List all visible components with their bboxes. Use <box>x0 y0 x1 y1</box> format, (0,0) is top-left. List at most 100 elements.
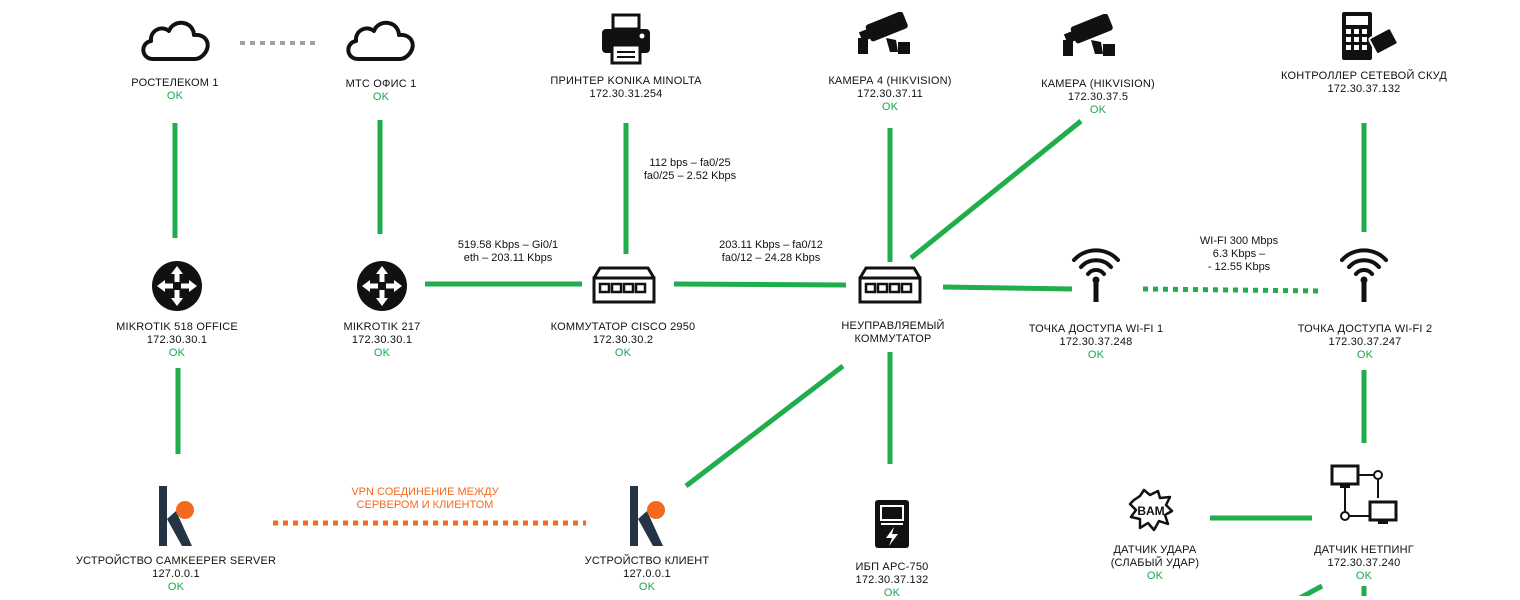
node-status: OK <box>373 347 391 359</box>
node-mikrotik518[interactable]: MIKROTIK 518 OFFICE 172.30.30.1 OK <box>116 321 238 360</box>
node-wifi1[interactable]: ТОЧКА ДОСТУПА WI-FI 1 172.30.37.248 OK <box>1029 323 1164 362</box>
camkeeper-logo-icon <box>159 486 194 546</box>
node-status: OK <box>638 581 656 593</box>
node-name: РОСТЕЛЕКОМ 1 <box>131 77 219 89</box>
link-wifi1-wifi2-dashed <box>1142 286 1323 294</box>
node-status: OK <box>168 347 186 359</box>
router-icon <box>357 261 407 311</box>
node-status: OK <box>1087 349 1105 361</box>
node-status: OK <box>614 347 632 359</box>
link-unmanaged-client <box>684 364 845 488</box>
node-ip: 172.30.30.2 <box>592 334 654 346</box>
node-ip: 172.30.37.132 <box>1327 83 1401 95</box>
access-controller-icon <box>1342 12 1398 60</box>
camkeeper-logo-icon <box>630 486 665 546</box>
node-mikrotik217[interactable]: MIKROTIK 217 172.30.30.1 OK <box>344 321 421 360</box>
ups-icon <box>875 500 909 548</box>
node-name: ПРИНТЕР KONIKA MINOLTA <box>550 75 702 87</box>
link-label-printer-cisco: 112 bps – fa0/25 fa0/25 – 2.52 Kbps <box>644 157 736 183</box>
node-server[interactable]: УСТРОЙСТВО CAMKEEPER SERVER 127.0.0.1 OK <box>76 555 276 594</box>
link-label-line: 112 bps – fa0/25 <box>649 157 731 169</box>
node-name: ДАТЧИК НЕТПИНГ <box>1314 544 1414 556</box>
link-label-line: 203.11 Kbps – fa0/12 <box>719 239 823 251</box>
link-label-line: fa0/25 – 2.52 Kbps <box>643 170 737 182</box>
node-status: OK <box>1355 570 1373 582</box>
node-ip: 172.30.37.5 <box>1067 91 1129 103</box>
node-name: MIKROTIK 518 OFFICE <box>116 321 238 333</box>
node-status: OK <box>372 91 390 103</box>
link-label-line: 6.3 Kbps – <box>1212 248 1266 260</box>
node-client[interactable]: УСТРОЙСТВО КЛИЕНТ 127.0.0.1 OK <box>585 555 710 594</box>
svg-text:BAM: BAM <box>1137 504 1164 518</box>
netping-icon <box>1330 464 1398 524</box>
link-label-line: - 12.55 Kbps <box>1207 261 1271 273</box>
node-name: ТОЧКА ДОСТУПА WI-FI 2 <box>1297 323 1433 335</box>
link-label-line: WI-FI 300 Mbps <box>1199 235 1279 247</box>
node-name-line2: КОММУТАТОР <box>854 333 932 345</box>
node-status: OK <box>1089 104 1107 116</box>
link-camera-unmanaged <box>909 119 1083 260</box>
node-wifi2[interactable]: ТОЧКА ДОСТУПА WI-FI 2 172.30.37.247 OK <box>1298 323 1433 362</box>
node-printer[interactable]: ПРИНТЕР KONIKA MINOLTA 172.30.31.254 <box>550 75 701 101</box>
node-status: OK <box>1356 349 1374 361</box>
bam-sensor-icon: BAM <box>1128 488 1174 532</box>
link-label-wifi: WI-FI 300 Mbps 6.3 Kbps – - 12.55 Kbps <box>1200 235 1278 274</box>
node-shock[interactable]: ДАТЧИК УДАРА (СЛАБЫЙ УДАР) OK <box>1111 544 1200 583</box>
switch-icon <box>858 266 922 304</box>
cloud-icon <box>141 20 210 61</box>
wifi-icon <box>1072 248 1120 302</box>
node-rostelecom[interactable]: РОСТЕЛЕКОМ 1 OK <box>131 77 218 103</box>
node-name: УСТРОЙСТВО CAMKEEPER SERVER <box>75 555 277 567</box>
node-ip: 127.0.0.1 <box>152 568 200 580</box>
link-label-line: eth – 203.11 Kbps <box>463 252 553 264</box>
cloud-icon <box>346 20 415 61</box>
node-name: МТС ОФИС 1 <box>345 78 417 90</box>
link-label-line: 519.58 Kbps – Gi0/1 <box>457 239 559 251</box>
node-name-line2: (СЛАБЫЙ УДАР) <box>1110 557 1200 569</box>
node-ups[interactable]: ИБП APC-750 172.30.37.132 OK <box>856 561 929 600</box>
node-camera[interactable]: КАМЕРА (HIKVISION) 172.30.37.5 OK <box>1041 78 1155 117</box>
printer-icon <box>602 13 650 65</box>
link-label-line: СЕРВЕРОМ И КЛИЕНТОМ <box>356 499 494 511</box>
link-label-mikrotik-cisco: 519.58 Kbps – Gi0/1 eth – 203.11 Kbps <box>458 239 558 265</box>
node-name: ДАТЧИК УДАРА <box>1113 544 1197 556</box>
node-ip: 172.30.37.248 <box>1059 336 1133 348</box>
switch-icon <box>592 266 656 304</box>
link-cisco-unmanaged <box>673 281 847 288</box>
node-unmanaged[interactable]: НЕУПРАВЛЯЕМЫЙ КОММУТАТОР <box>841 320 944 346</box>
node-name: УСТРОЙСТВО КЛИЕНТ <box>584 555 710 567</box>
node-name: КАМЕРА (HIKVISION) <box>1041 78 1155 90</box>
node-netping[interactable]: ДАТЧИК НЕТПИНГ 172.30.37.240 OK <box>1314 544 1414 583</box>
node-ip: 172.30.37.240 <box>1327 557 1401 569</box>
wifi-icon <box>1340 248 1388 302</box>
node-mts[interactable]: МТС ОФИС 1 OK <box>346 78 417 104</box>
node-status: OK <box>166 90 184 102</box>
node-ip: 172.30.37.247 <box>1328 336 1402 348</box>
node-name: КОНТРОЛЛЕР СЕТЕВОЙ СКУД <box>1280 70 1448 82</box>
node-name: MIKROTIK 217 <box>343 321 421 333</box>
node-name: ТОЧКА ДОСТУПА WI-FI 1 <box>1028 323 1164 335</box>
node-ip: 127.0.0.1 <box>623 568 671 580</box>
node-camera4[interactable]: КАМЕРА 4 (HIKVISION) 172.30.37.11 OK <box>828 75 951 114</box>
node-name: ИБП APC-750 <box>855 561 929 573</box>
node-name: КАМЕРА 4 (HIKVISION) <box>828 75 952 87</box>
link-label-vpn: VPN СОЕДИНЕНИЕ МЕЖДУ СЕРВЕРОМ И КЛИЕНТОМ <box>351 486 498 512</box>
node-ip: 172.30.31.254 <box>589 88 663 100</box>
node-status: OK <box>883 587 901 599</box>
node-ip: 172.30.30.1 <box>351 334 413 346</box>
router-icon <box>152 261 202 311</box>
node-status: OK <box>167 581 185 593</box>
link-label-cisco-unmanaged: 203.11 Kbps – fa0/12 fa0/12 – 24.28 Kbps <box>719 239 823 265</box>
link-unmanaged-wifi1 <box>942 284 1073 292</box>
node-skud[interactable]: КОНТРОЛЛЕР СЕТЕВОЙ СКУД 172.30.37.132 <box>1281 70 1447 96</box>
security-camera-icon <box>1063 14 1115 56</box>
link-netping-out-1 <box>1298 583 1324 596</box>
node-cisco[interactable]: КОММУТАТОР CISCO 2950 172.30.30.2 OK <box>551 321 696 360</box>
node-ip: 172.30.30.1 <box>146 334 208 346</box>
link-label-line: fa0/12 – 24.28 Kbps <box>721 252 821 264</box>
security-camera-icon <box>858 12 910 54</box>
node-status: OK <box>1146 570 1164 582</box>
node-name: КОММУТАТОР CISCO 2950 <box>550 321 696 333</box>
node-ip: 172.30.37.132 <box>855 574 929 586</box>
